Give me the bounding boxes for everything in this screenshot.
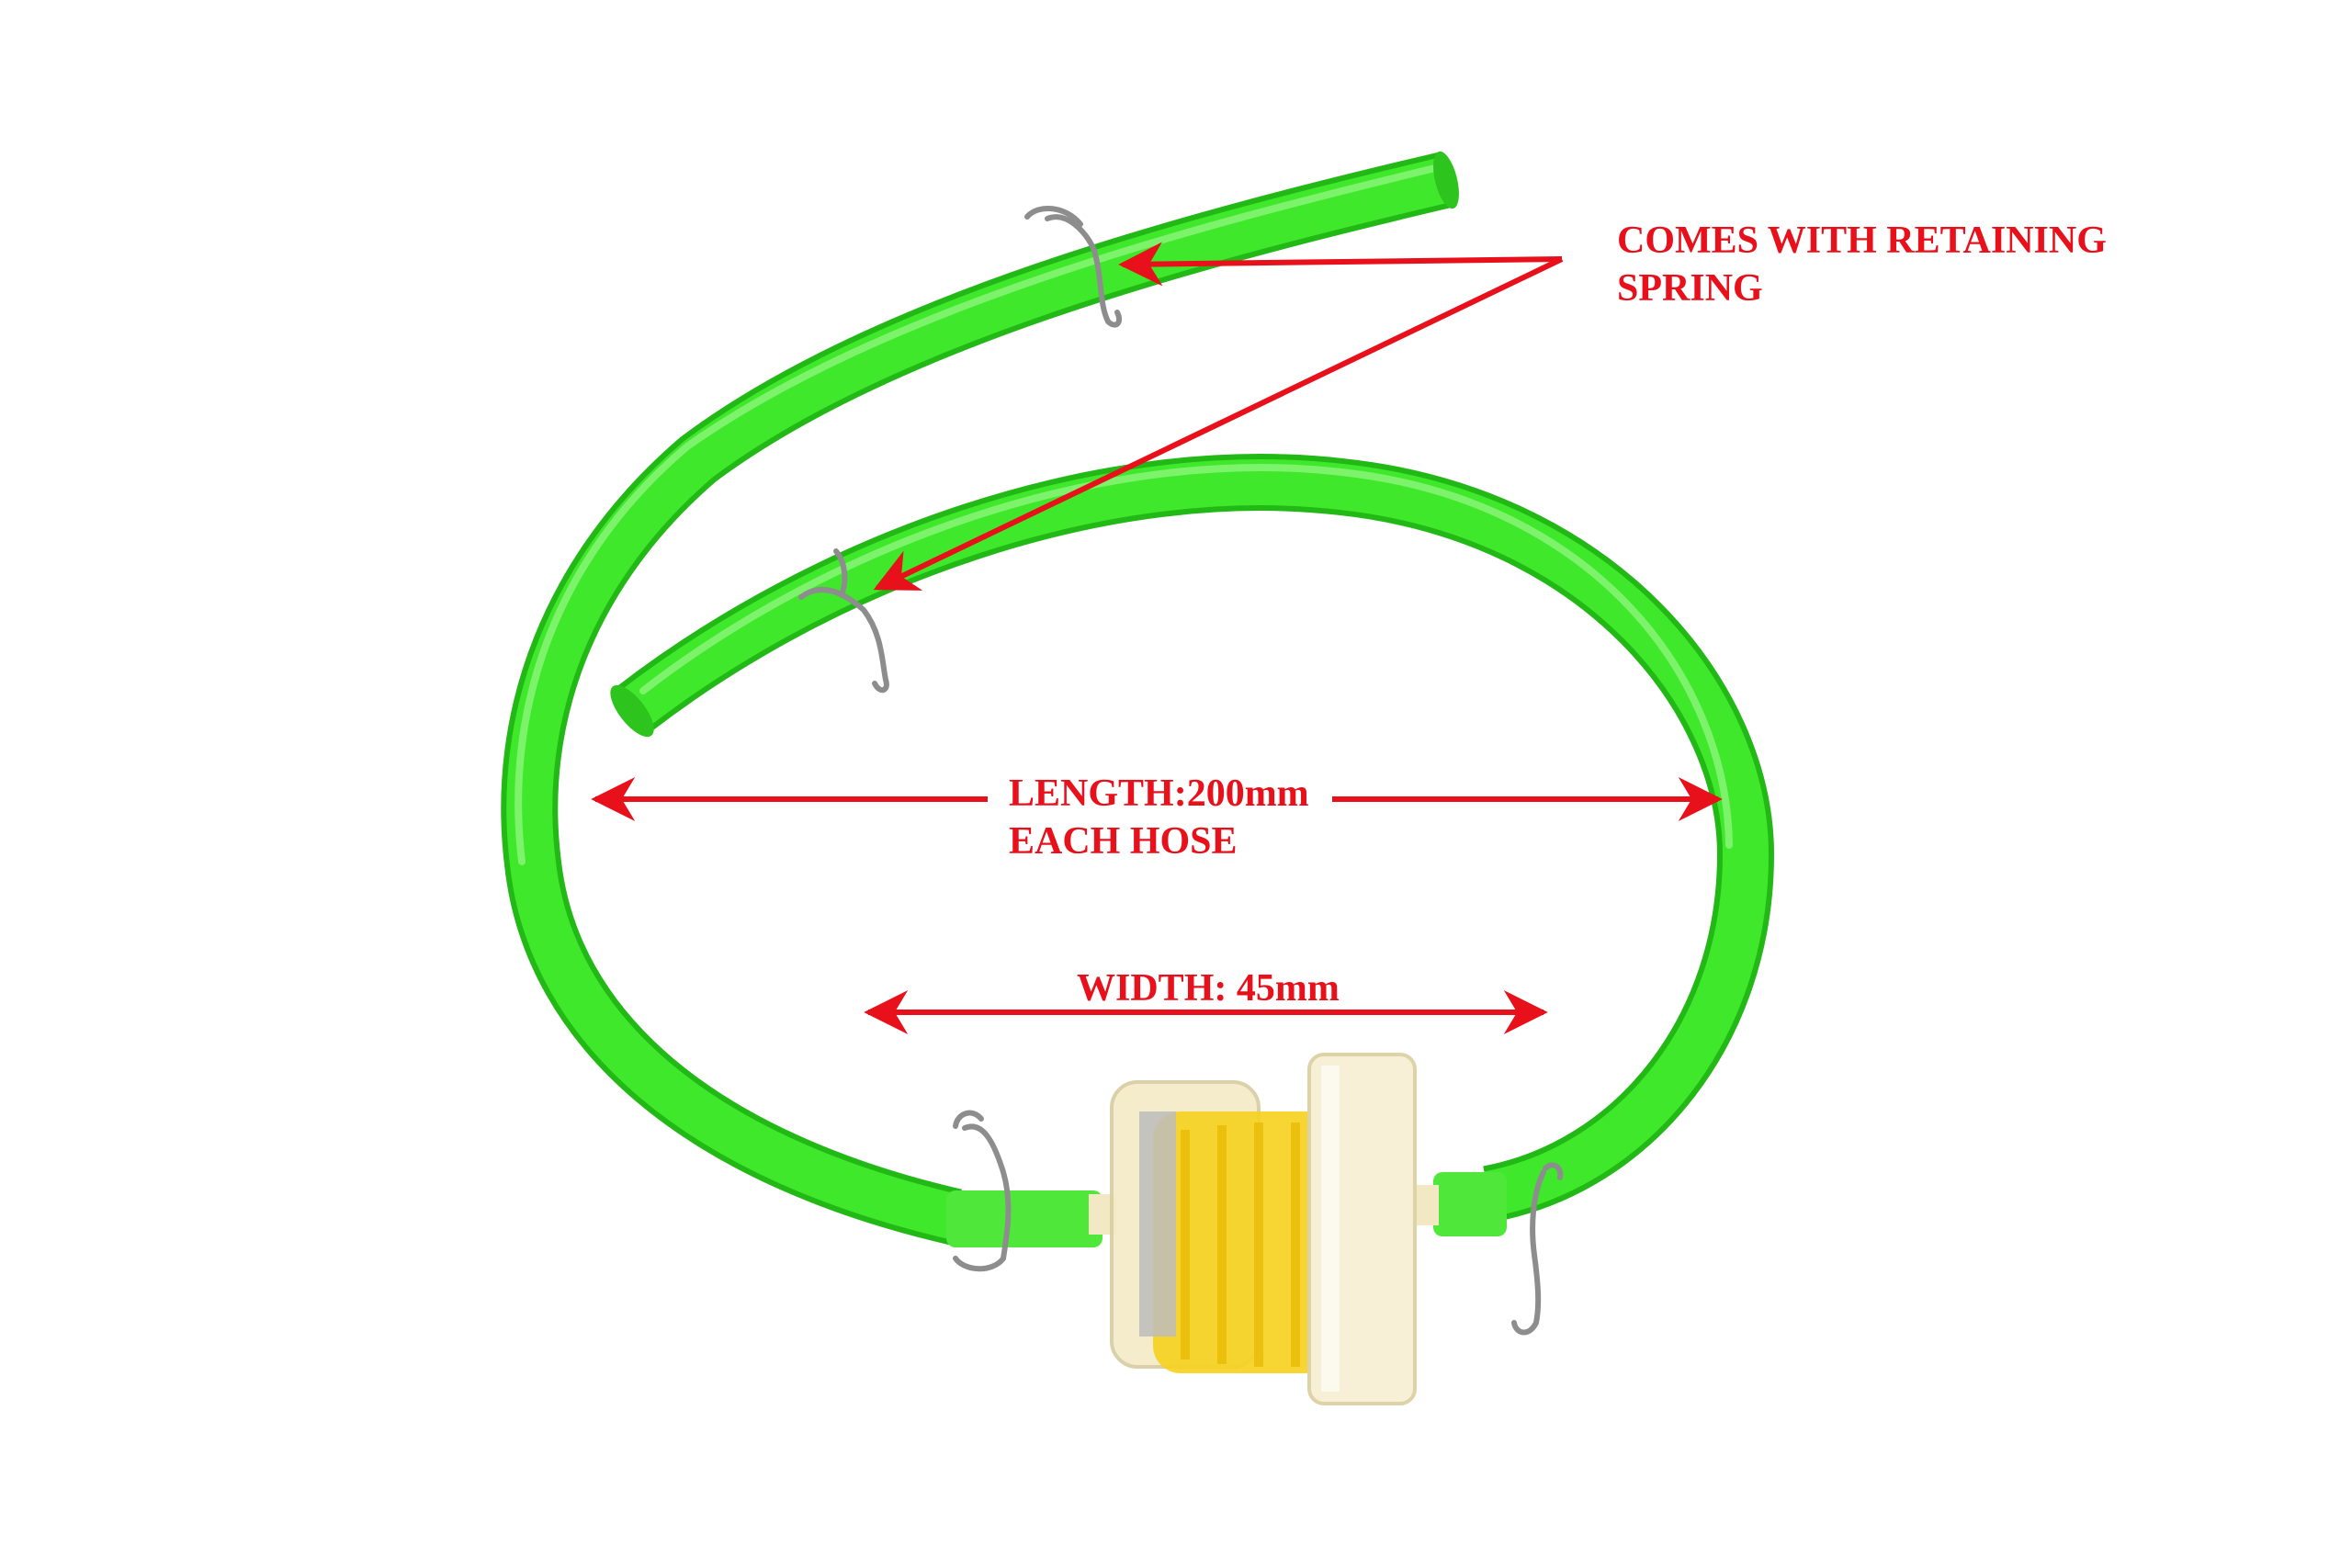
length-annotation: LENGTH:200mm EACH HOSE [1009, 770, 1309, 865]
spring-pointer-arrows [873, 242, 1564, 591]
arrow-to-upper-spring [1118, 242, 1563, 287]
lower-hose [610, 454, 1775, 1223]
arrow-to-lower-spring [873, 256, 1564, 591]
fuel-filter [946, 1053, 1507, 1405]
length-text-line1: LENGTH:200mm [1009, 773, 1309, 815]
retaining-spring-annotation: COMES WITH RETAINING SPRING [1617, 217, 2107, 312]
length-text-line2: EACH HOSE [1009, 820, 1238, 863]
upper-hose [501, 151, 1459, 1246]
retaining-spring-clips [798, 205, 1564, 1336]
width-annotation: WIDTH: 45mm [1077, 964, 1340, 1012]
width-text-line1: WIDTH: 45mm [1077, 967, 1340, 1010]
retaining-spring-text-line2: SPRING [1617, 267, 1763, 310]
retaining-spring-text-line1: COMES WITH RETAINING [1617, 220, 2107, 262]
